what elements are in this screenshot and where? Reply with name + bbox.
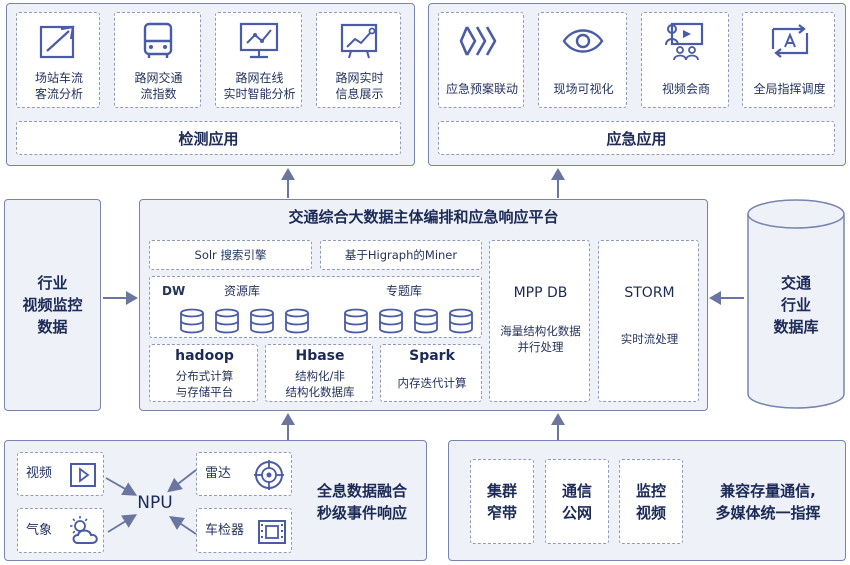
video-source-panel: 行业 视频监控 数据 [4,199,101,411]
video-source-label: 行业 视频监控 数据 [22,274,83,336]
fusion-caption-wrap: 全息数据融合 秒级事件响应 [300,470,424,534]
spark-name: Spark [409,348,455,364]
storm-box[interactable]: STORM 实时流处理 [598,240,699,402]
arrow-to-detection [287,178,289,198]
arrow-comm-to-platform [557,424,559,442]
detection-label-1: 场站车流 客流分析 [34,71,83,101]
npu-arrows [105,469,197,535]
solr-label: Solr 搜索引擎 [194,248,267,262]
arrow-left-to-platform [103,297,129,299]
fusion-vehicle-label: 车检器 [205,523,245,538]
emergency-card-3[interactable]: 视频会商 [641,12,729,108]
hadoop-desc: 分布式计算 与存储平台 [175,369,234,399]
dispatch-icon [769,23,811,59]
arrowhead-left-to-platform [126,291,138,305]
comm-item-1-label: 集群 窄带 [486,481,517,522]
mpp-box[interactable]: MPP DB 海量结构化数据 并行处理 [489,240,590,402]
emergency-label-1: 应急预案联动 [445,82,518,96]
comm-item-2-label: 通信 公网 [561,481,592,522]
emergency-card-2[interactable]: 现场可视化 [538,12,627,108]
arrow-to-emergency [557,178,559,198]
solr-box[interactable]: Solr 搜索引擎 [149,240,312,270]
npu-label: NPU [137,493,173,513]
fusion-vehicle-detector[interactable]: 车检器 [196,508,292,553]
hbase-name: Hbase [295,348,345,364]
fusion-radar[interactable]: 雷达 [196,452,292,496]
traffic-database-text-wrap: 交通 行业 数据库 [746,240,846,370]
storm-name: STORM [624,285,675,301]
detection-title-text: 检测应用 [178,129,239,148]
higraph-box[interactable]: 基于Higraph的Miner [320,240,482,270]
weather-icon [70,516,98,544]
spark-desc: 内存迭代计算 [397,376,467,390]
detection-label-4: 路网实时 信息展示 [335,71,384,101]
presentation-board-icon [339,21,383,61]
resource-db-label: 资源库 [224,284,261,298]
comm-item-2[interactable]: 通信 公网 [545,459,609,544]
chevrons-icon [459,23,505,59]
comm-caption-wrap: 兼容存量通信, 多媒体统一指挥 [694,470,842,534]
traffic-database-cylinder [747,199,845,409]
topic-db-icons [342,307,492,339]
bus-icon [139,21,179,61]
detection-label-3: 路网在线 实时智能分析 [223,71,296,101]
comm-item-3-label: 监控 视频 [635,481,666,522]
arrowhead-right-to-platform [709,291,721,305]
comm-item-1[interactable]: 集群 窄带 [470,459,534,544]
fusion-weather[interactable]: 气象 [17,508,104,553]
hadoop-box[interactable]: hadoop 分布式计算 与存储平台 [149,344,258,402]
mpp-desc: 海量结构化数据 并行处理 [500,324,581,354]
emergency-card-1[interactable]: 应急预案联动 [438,12,524,108]
emergency-card-4[interactable]: 全局指挥调度 [742,12,835,108]
eye-icon [561,25,605,57]
arrowhead-to-detection [281,168,295,180]
storm-desc: 实时流处理 [620,332,679,346]
resource-db-icons [178,307,328,339]
traffic-database-label: 交通 行业 数据库 [773,274,819,336]
detection-label-2: 路网交通 流指数 [134,71,183,101]
arrow-right-to-platform [718,297,744,299]
dw-box[interactable]: DW 资源库 专题库 [149,276,482,338]
detection-card-3[interactable]: 路网在线 实时智能分析 [215,12,302,108]
arrowhead-to-emergency [551,168,565,180]
video-conference-icon [664,21,708,61]
play-icon [70,463,96,487]
fusion-weather-label: 气象 [26,523,53,538]
hadoop-name: hadoop [175,348,234,364]
fusion-caption: 全息数据融合 秒级事件响应 [316,482,407,522]
mpp-name: MPP DB [513,285,568,301]
dw-label: DW [162,284,186,298]
vehicle-detector-icon [258,520,286,544]
comm-item-3[interactable]: 监控 视频 [619,459,683,544]
arrowhead-fusion-to-platform [281,413,295,425]
detection-card-2[interactable]: 路网交通 流指数 [114,12,201,108]
detection-title: 检测应用 [16,121,401,155]
platform-title-wrap: 交通综合大数据主体编排和应急响应平台 [139,205,708,227]
emergency-label-4: 全局指挥调度 [753,82,826,96]
spark-box[interactable]: Spark 内存迭代计算 [380,344,482,402]
radar-icon [254,460,284,490]
fusion-video[interactable]: 视频 [17,452,104,496]
hbase-box[interactable]: Hbase 结构化/非 结构化数据库 [265,344,373,402]
fusion-radar-label: 雷达 [205,466,232,481]
fusion-video-label: 视频 [26,466,53,481]
emergency-title-text: 应急应用 [606,129,667,148]
monitor-line-chart-icon [238,21,282,61]
emergency-label-3: 视频会商 [661,82,710,96]
comm-caption: 兼容存量通信, 多媒体统一指挥 [715,482,821,522]
arrow-fusion-to-platform [287,424,289,442]
npu-hub: NPU [125,490,185,516]
trend-chart-icon [39,23,79,61]
arrowhead-comm-to-platform [551,413,565,425]
detection-card-1[interactable]: 场站车流 客流分析 [16,12,100,108]
topic-db-label: 专题库 [386,284,423,298]
hbase-desc: 结构化/非 结构化数据库 [285,369,355,399]
emergency-title: 应急应用 [438,121,835,155]
detection-card-4[interactable]: 路网实时 信息展示 [316,12,401,108]
emergency-label-2: 现场可视化 [553,82,614,96]
higraph-label: 基于Higraph的Miner [344,248,458,262]
platform-title: 交通综合大数据主体编排和应急响应平台 [288,207,559,226]
